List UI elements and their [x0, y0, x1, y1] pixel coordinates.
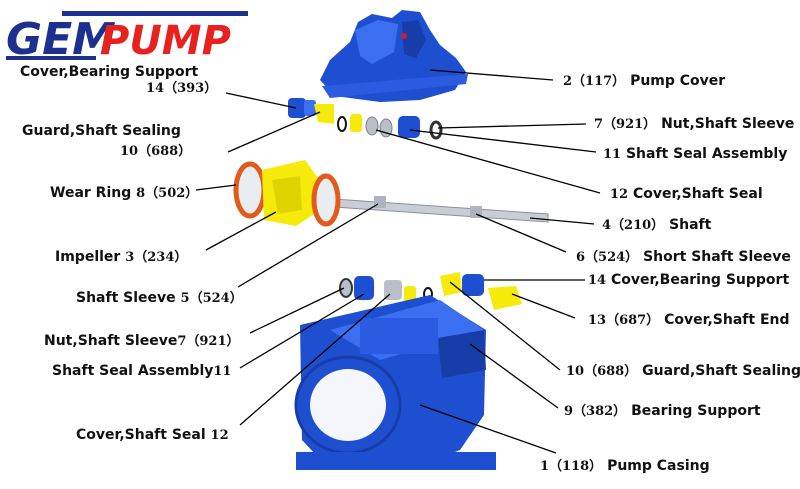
logo-bar-bottom — [6, 56, 96, 60]
label-bearing-cover-right: 14 Cover,Bearing Support — [588, 272, 790, 288]
leader-cover-shaft-end — [511, 293, 576, 319]
label-cover-shaft-seal-top: 12 Cover,Shaft Seal — [610, 186, 763, 202]
leader-cover-seal-bottom — [239, 293, 391, 426]
label-nut-shaft-sleeve-bottom: Nut,Shaft Sleeve7（921） — [44, 333, 240, 349]
label-bearing-cover-top: Cover,Bearing Support — [20, 64, 199, 80]
label-bearing-support: 9（382） Bearing Support — [564, 403, 761, 419]
logo-text-gem: GEM — [6, 14, 116, 64]
leader-nut-top — [437, 123, 587, 129]
label-pump-casing: 1（118） Pump Casing — [540, 458, 710, 474]
leader-nut-bottom — [249, 287, 345, 334]
leader-shaft — [529, 217, 595, 225]
label-pump-cover: 2（117） Pump Cover — [563, 73, 726, 89]
leader-lines — [195, 69, 601, 454]
logo-bar-top — [62, 11, 248, 16]
leader-shaft-sleeve — [237, 203, 379, 288]
leader-cover-seal-top — [375, 129, 601, 194]
leader-guard-bottom — [449, 281, 561, 371]
rotor-group — [233, 160, 549, 227]
label-bearing-cover-top-num: 14（393） — [146, 81, 218, 96]
pump-cover-part — [320, 10, 468, 102]
leader-wear-ring — [195, 184, 237, 191]
label-guard-bottom: 10（688） Guard,Shaft Sealing — [566, 363, 800, 379]
label-shaft-sleeve: Shaft Sleeve 5（524） — [76, 290, 243, 306]
label-shaft-seal-assembly-bottom: Shaft Seal Assembly11 — [52, 363, 232, 379]
leader-pump-cover — [429, 69, 554, 81]
label-guard-top: Guard,Shaft Sealing — [22, 123, 181, 139]
leader-seal-assembly-top — [409, 129, 597, 153]
label-shaft: 4（210） Shaft — [602, 217, 712, 233]
bottom-right-bearing-group — [440, 272, 522, 310]
leader-seal-assembly-bottom — [239, 293, 365, 369]
logo-text-pump: PUMP — [100, 18, 231, 64]
label-cover-shaft-seal-bottom: Cover,Shaft Seal 12 — [76, 427, 229, 443]
label-nut-shaft-sleeve-top: 7（921） Nut,Shaft Sleeve — [594, 116, 795, 132]
top-bearing-group — [288, 98, 334, 124]
leader-bearing-cover-top — [225, 92, 297, 109]
label-short-shaft-sleeve: 6（524） Short Shaft Sleeve — [576, 249, 791, 265]
leader-guard-top — [227, 111, 321, 153]
leader-bearing-support — [469, 343, 559, 409]
label-shaft-seal-assembly-top: 11 Shaft Seal Assembly — [603, 146, 788, 162]
pump-casing-part — [294, 295, 496, 470]
leader-impeller — [205, 211, 277, 251]
label-cover-shaft-end: 13（687） Cover,Shaft End — [588, 312, 790, 328]
bottom-left-seal-group — [339, 276, 433, 302]
top-seal-group — [337, 114, 443, 140]
leader-pump-casing — [419, 404, 557, 454]
label-wear-ring: Wear Ring 8（502） — [50, 185, 199, 201]
leader-short-sleeve — [475, 213, 567, 253]
label-impeller: Impeller 3（234） — [55, 249, 188, 265]
label-guard-top-num: 10（688） — [120, 144, 192, 159]
gempump-logo: GEM PUMP — [6, 11, 248, 64]
